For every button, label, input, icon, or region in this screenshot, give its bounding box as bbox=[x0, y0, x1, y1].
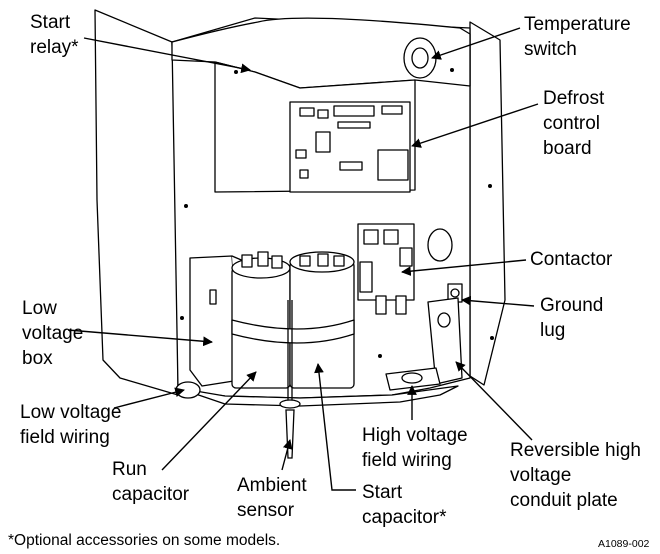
reversible-conduit-plate bbox=[427, 297, 463, 385]
left-door-panel bbox=[94, 9, 179, 396]
label-ground-lug: Ground lug bbox=[540, 295, 604, 341]
label-start-relay: Start relay* bbox=[30, 12, 79, 58]
label-low-voltage-box: Low voltage box bbox=[22, 298, 84, 369]
label-start-capacitor: Start capacitor* bbox=[362, 482, 447, 528]
leader-start-capacitor bbox=[314, 363, 356, 491]
label-low-voltage-field-wiring: Low voltage field wiring bbox=[20, 402, 122, 448]
leader-defrost-board bbox=[411, 103, 539, 148]
leader-run-capacitor bbox=[161, 371, 257, 471]
label-high-voltage-field-wiring: High voltage field wiring bbox=[362, 425, 468, 471]
right-side-panel bbox=[469, 21, 506, 386]
low-voltage-box bbox=[189, 255, 241, 387]
low-voltage-grommet bbox=[175, 381, 201, 399]
leader-temperature-switch bbox=[431, 27, 521, 60]
leader-start-relay bbox=[83, 37, 251, 74]
capacitor-strap bbox=[231, 319, 355, 344]
leader-ambient-sensor bbox=[281, 439, 293, 471]
leader-ground-lug bbox=[461, 295, 535, 307]
footnote: *Optional accessories on some models. bbox=[8, 532, 281, 549]
label-defrost-control-board: Defrost control board bbox=[543, 88, 605, 159]
box-floor bbox=[177, 385, 459, 407]
leader-contactor bbox=[401, 259, 527, 277]
leader-low-voltage-wiring bbox=[113, 387, 185, 409]
upper-shroud bbox=[171, 17, 471, 89]
label-ambient-sensor: Ambient sensor bbox=[237, 475, 307, 521]
conduit-knockout bbox=[427, 228, 453, 262]
label-conduit-plate: Reversible high voltage conduit plate bbox=[510, 440, 641, 511]
figure-id: A1089-002 bbox=[598, 538, 650, 550]
label-run-capacitor: Run capacitor bbox=[112, 459, 190, 505]
leader-conduit-plate bbox=[455, 361, 533, 441]
label-contactor: Contactor bbox=[530, 249, 613, 270]
label-temperature-switch: Temperature switch bbox=[524, 14, 631, 60]
leader-low-voltage-box bbox=[67, 329, 213, 347]
